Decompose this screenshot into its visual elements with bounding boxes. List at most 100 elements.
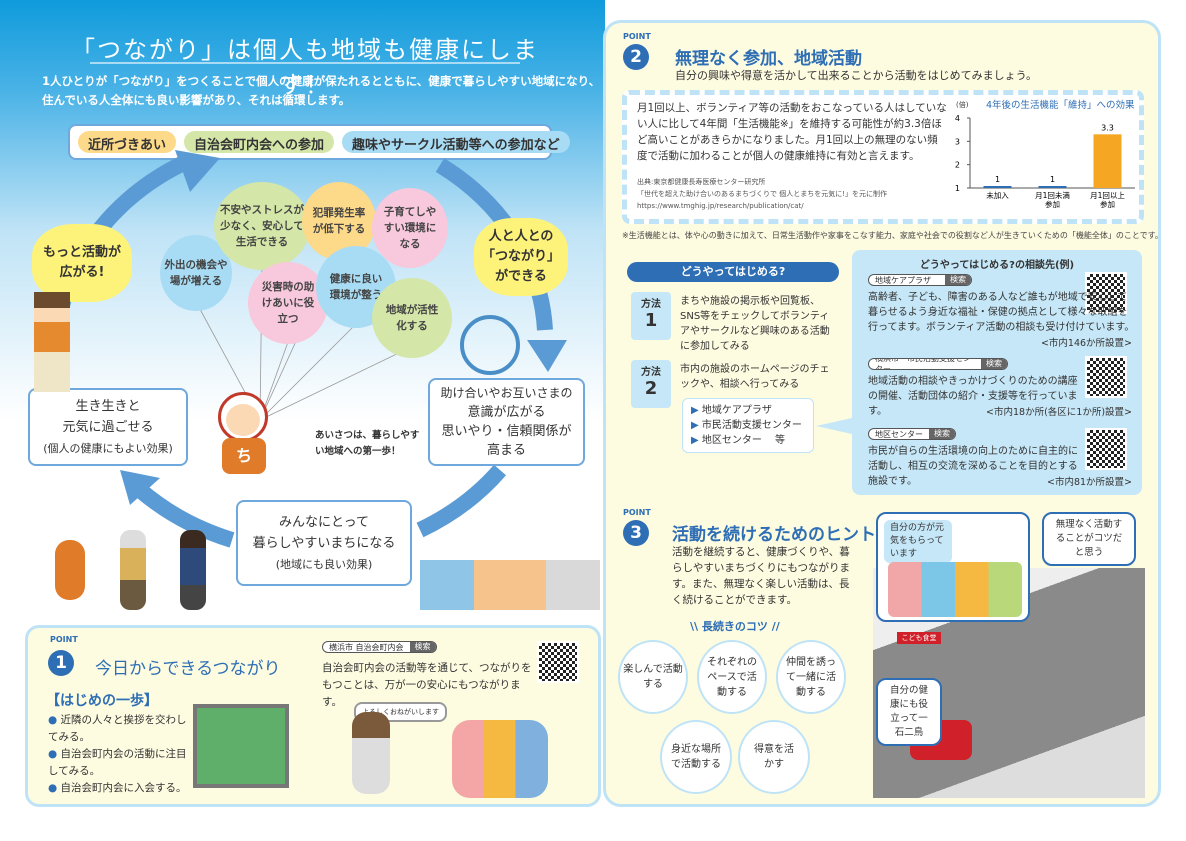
qr-code <box>1085 272 1127 314</box>
facility-list: ▶ 地域ケアプラザ ▶ 市民活動支援センター ▶ 地区センター 等 <box>682 398 814 453</box>
qr-code <box>537 641 579 683</box>
point3-title: 活動を続けるためのヒント <box>672 525 876 545</box>
facility-item: ▶ 地区センター 等 <box>691 435 786 446</box>
facility-name: 地域ケアプラザ <box>701 405 772 416</box>
method2-text: 市内の施設のホームページのチェックや、相談へ行ってみる <box>680 364 830 390</box>
box-mutual-aid: 助け合いやお互いさまの 意識が広がる 思いやり・信頼関係が 高まる <box>428 378 585 466</box>
source-line: 「世代を超えた助け合いのあるまちづくりで 個人とまちを元気に!」を元に制作 <box>637 190 888 198</box>
facility-name: 地区センター 等 <box>701 435 786 446</box>
balloon-childcare: 子育てしやすい環境になる <box>372 188 448 268</box>
box-note: (個人の健康にもよい効果) <box>43 441 173 455</box>
bulletin-board-illustration <box>193 704 289 788</box>
title-underline <box>90 62 520 64</box>
consult-title: どうやってはじめる?の相談先(例) <box>919 260 1075 271</box>
source-line: 出典:東京都健康長寿医療センター研究所 <box>637 178 766 186</box>
bubble-text: 自分の方が元気をもらっています <box>884 520 952 563</box>
box-livable-town: みんなにとって 暮らしやすいまちになる (地域にも良い効果) <box>236 500 412 586</box>
search-button[interactable]: 検索 <box>409 642 436 652</box>
point1-number: 1 <box>48 650 74 676</box>
chart-title: 4年後の生活機能「維持」への効果 <box>986 99 1135 111</box>
tips-title: 長続きのコツ <box>701 620 768 633</box>
facility-item: ▶ 市民活動支援センター <box>691 420 802 431</box>
box-note: (地域にも良い効果) <box>275 557 373 571</box>
town-buildings-illustration <box>420 560 600 610</box>
crossing-guard-speech-bubble: 自分の健康にも役立って一石二鳥 <box>876 678 942 746</box>
x-tick-label: 月1回以上 <box>1090 191 1125 200</box>
neighbors-illustration <box>452 720 548 798</box>
balloon-less-stress: 不安やストレスが少なく、安心して生活できる <box>214 182 310 270</box>
point1-description: 自治会町内会の活動等を通じて、つながりをもつことは、万が一の安心にもつながります… <box>322 662 532 708</box>
intro-text: 1人ひとりが「つながり」をつくることで個人の健康が保たれるとともに、健康で暮らし… <box>42 74 601 107</box>
footnote: ※生活機能とは、体や心の動きに加えて、日常生活動作や家事をこなす能力、家庭や社会… <box>622 231 1163 240</box>
method-number: 1 <box>644 310 658 331</box>
family-illustration <box>55 530 225 610</box>
qr-code <box>1085 428 1127 470</box>
point2-title: 無理なく参加、地域活動 <box>675 49 862 69</box>
search-button[interactable]: 検索 <box>981 359 1007 369</box>
y-tick-label: 3 <box>955 137 960 146</box>
search-term: 横浜市 自治会町内会 <box>329 642 404 652</box>
x-tick-label: 未加入 <box>986 190 1009 200</box>
facility-item: ▶ 地域ケアプラザ <box>691 405 772 416</box>
search-box-care-plaza[interactable]: 地域ケアプラザ検索 <box>868 274 972 286</box>
method-label: 方法 <box>641 367 661 378</box>
search-box-civic-center[interactable]: 横浜市 市民活動支援センター検索 <box>868 358 1008 370</box>
search-button[interactable]: 検索 <box>945 275 971 285</box>
search-button[interactable]: 検索 <box>929 429 955 439</box>
x-tick-label: 月1回未満 <box>1035 190 1070 200</box>
bar <box>1038 186 1067 188</box>
tip-own-pace: それぞれのペースで活動する <box>697 640 767 714</box>
balloon-disaster: 災害時の助けあいに役立つ <box>248 262 328 344</box>
x-tick-label: 参加 <box>1045 199 1060 209</box>
first-step-list: ● 近隣の人々と挨拶を交わしてみる。 ● 自治会町内会の活動に注目してみる。 ●… <box>48 712 188 797</box>
box-line: 暮らしやすいまちになる <box>252 535 396 551</box>
qr-code <box>1085 356 1127 398</box>
x-tick-label: 参加 <box>1100 199 1115 209</box>
district-center-description: 市民が自らの生活環境の向上のために自主的に活動し、相互の交流を深めることを目的と… <box>868 446 1078 487</box>
step-item: ● 自治会町内会の活動に注目してみる。 <box>48 748 187 777</box>
page-title: 「つながり」は個人も地域も健康にします！ <box>71 36 539 99</box>
mascot-illustration: ち <box>216 392 272 476</box>
tip-enjoy: 楽しんで活動する <box>618 640 688 714</box>
box-individual-health: 生き生きと 元気に過ごせる (個人の健康にもよい効果) <box>28 388 188 466</box>
howto-heading: どうやってはじめる? <box>627 262 839 282</box>
point1-label: POINT <box>50 635 78 644</box>
balloon-less-crime: 犯罪発生率が低下する <box>302 182 376 260</box>
step-item: ● 自治会町内会に入会する。 <box>48 782 187 794</box>
kids-cafeteria-sign: こども食堂 <box>897 632 941 644</box>
cloud-more-activity: もっと活動が広がる! <box>36 228 128 298</box>
step-item: ● 近隣の人々と挨拶を交わしてみる。 <box>48 714 187 743</box>
consult-pointer <box>816 418 852 434</box>
method-number: 2 <box>644 378 658 399</box>
source-link[interactable]: https://www.tmghig.jp/research/publicati… <box>637 202 804 210</box>
first-step-heading: 【はじめの一歩】 <box>46 693 158 709</box>
search-box-district-center[interactable]: 地区センター検索 <box>868 428 956 440</box>
box-line: 高まる <box>486 443 526 458</box>
point1-title: 今日からできるつながり <box>95 659 281 679</box>
search-box-neighborhood-association[interactable]: 横浜市 自治会町内会検索 <box>322 641 437 653</box>
box-line: 思いやり・信頼関係が <box>441 424 572 439</box>
balloon-revitalize: 地域が活性化する <box>372 278 452 358</box>
bar-value-label: 1 <box>1050 175 1055 184</box>
tip-invite-friends: 仲間を誘って一緒に活動する <box>776 640 846 714</box>
box-line: 意識が広がる <box>467 405 546 420</box>
y-tick-label: 4 <box>955 114 960 123</box>
study-box <box>622 90 1144 224</box>
point2-label: POINT <box>623 32 651 41</box>
facility-name: 市民活動支援センター <box>701 420 802 431</box>
civic-center-count: <市内18か所(各区に1か所)設置> <box>986 407 1132 418</box>
bar-value-label: 1 <box>995 175 1000 184</box>
y-tick-label: 2 <box>955 161 960 170</box>
box-line: 生き生きと <box>75 398 141 414</box>
box-line: 助け合いやお互いさまの <box>440 386 573 400</box>
method-label: 方法 <box>641 299 661 310</box>
activity-hobbies: 趣味やサークル活動等への参加など <box>342 131 570 153</box>
cycle-arrow-bottom-right <box>416 464 507 538</box>
greeting-note: あいさつは、暮らしやすい地域への第一歩！ <box>315 430 420 457</box>
effect-bar-chart: 4年後の生活機能「維持」への効果(倍)12341未加入1月1回未満参加3.3月1… <box>955 99 1135 209</box>
care-plaza-count: <市内146か所設置> <box>1040 338 1132 349</box>
step-text: 自治会町内会に入会する。 <box>60 782 187 794</box>
study-text: 月1回以上、ボランティア等の活動をおこなっている人はしていない人に比して4年間「… <box>637 102 947 162</box>
box-line: 元気に過ごせる <box>62 419 154 435</box>
